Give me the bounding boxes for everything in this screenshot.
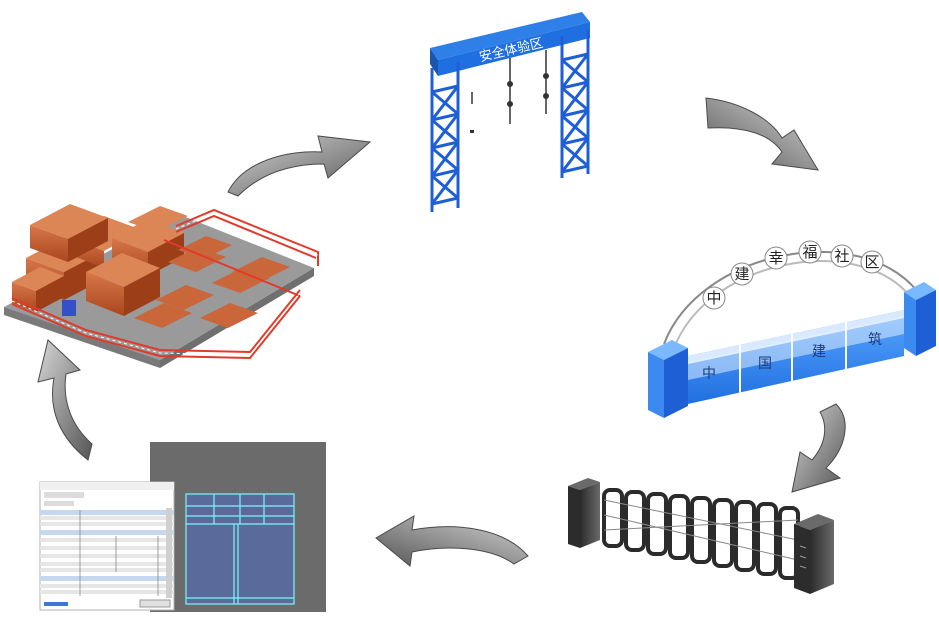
wall-characters: 中 国 建 筑 [702,332,882,382]
curved-arrow-icon [37,339,93,461]
brick-stacks [12,204,188,316]
folding-panels [602,488,800,580]
curved-arrow-icon [791,403,846,493]
gate-right-pillar [916,290,936,356]
svg-text:筑: 筑 [868,332,882,348]
safety-gantry-model: 安全体验区 [430,12,590,212]
svg-text:中: 中 [706,289,721,307]
gate-left-pillar [664,348,688,418]
scissor-links [603,499,799,561]
svg-text:国: 国 [758,356,772,372]
gantry-right-tower [560,30,590,178]
gantry-sign-board [438,22,590,76]
gantry-hanging-items [471,50,547,124]
svg-text:幸: 幸 [768,249,783,267]
properties-scrollbar [166,508,172,598]
svg-text:社: 社 [834,247,849,265]
gate-right-post [810,520,834,594]
svg-text:中: 中 [702,366,716,382]
curved-arrow-icon [375,515,529,567]
apply-button [139,599,171,608]
svg-text:建: 建 [734,265,749,283]
site-layout-model [4,204,319,368]
svg-text:区: 区 [864,253,879,271]
site-box [62,300,76,316]
brick-pads [134,236,290,328]
svg-text:建: 建 [812,344,826,360]
curved-arrow-icon [705,97,819,171]
arch-characters: 中 建 幸 福 社 区 [702,240,884,310]
gantry-left-tower [430,62,460,212]
entrance-gate-model: 中 建 幸 福 社 区 中 国 [648,240,936,418]
svg-text:福: 福 [802,243,817,261]
retractable-gate-model [568,478,834,594]
curved-arrow-icon [227,135,372,197]
gate-left-post [580,482,600,548]
software-ui-screenshot [39,442,326,612]
safety-fence [11,208,319,360]
